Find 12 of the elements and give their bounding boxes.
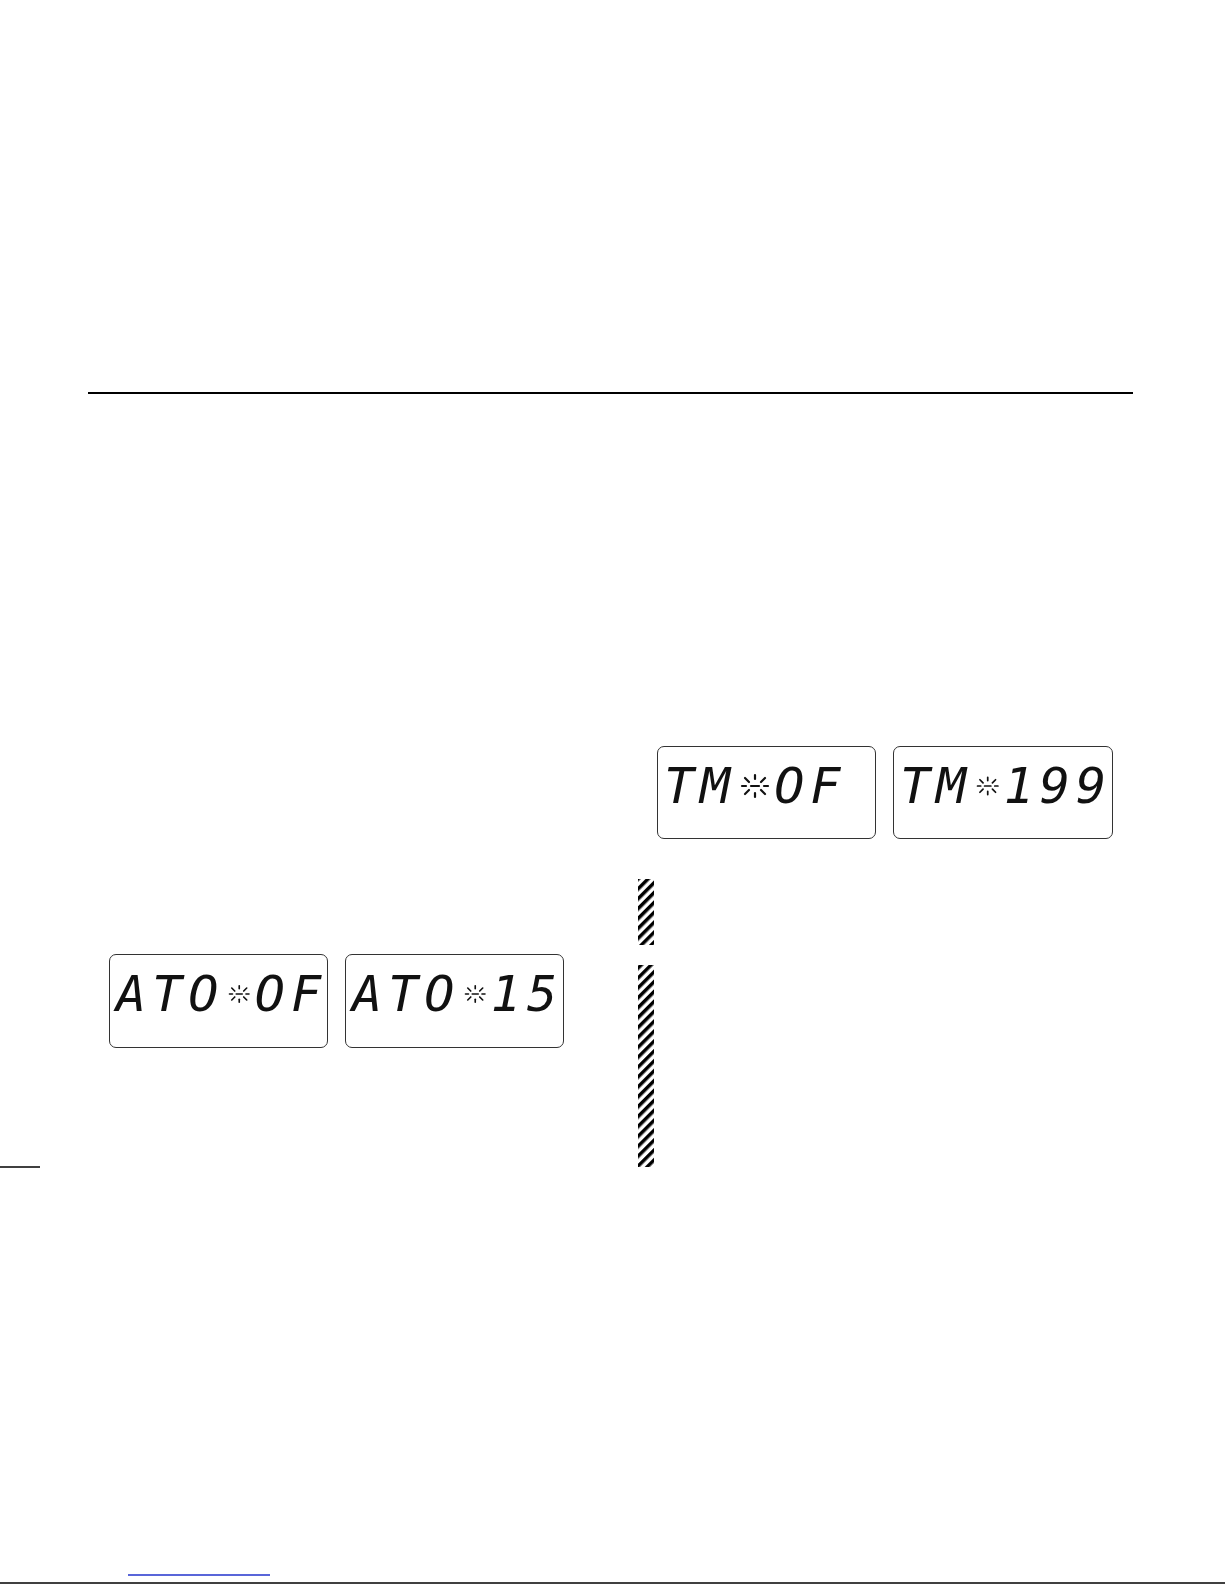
- display-readout: OF: [774, 760, 847, 811]
- display-readout: OF: [254, 969, 327, 1019]
- display-readout: TM: [900, 760, 973, 811]
- display-readout: 199: [1003, 760, 1112, 811]
- lcd-display: [345, 954, 564, 1048]
- display-readout: 15: [490, 969, 563, 1019]
- lcd-display: [657, 746, 876, 839]
- hatched-bar: [638, 879, 654, 945]
- display-readout: TM: [664, 760, 737, 811]
- lcd-display: [893, 746, 1113, 839]
- lcd-display: [109, 954, 328, 1048]
- hatched-bar: [638, 965, 654, 1167]
